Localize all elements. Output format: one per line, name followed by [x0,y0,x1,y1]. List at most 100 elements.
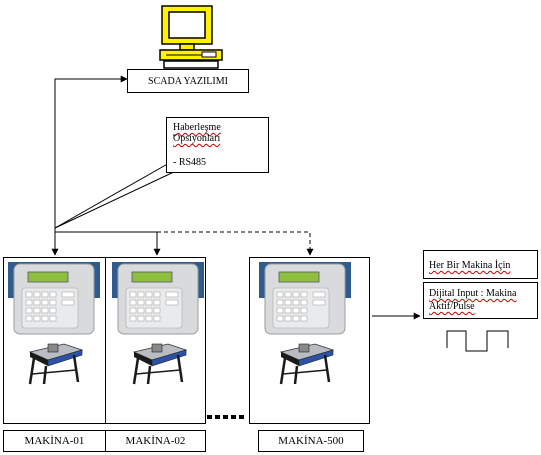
controller-key [49,307,57,314]
controller-key [165,299,179,306]
saw-front-black [134,352,152,366]
controller-key [284,307,292,314]
controller-key [137,307,145,314]
scada-label: SCADA YAZILIMI [148,75,228,87]
controller-key [41,299,49,306]
controller-key [129,307,137,314]
per-machine-signal-box: Dijital Input : Makina Aktif/Pulse [423,282,538,319]
controller-key [300,315,308,322]
controller-key [284,315,292,322]
controller-key [145,299,153,306]
controller-key [41,291,49,298]
comm-options-box: Haberleşme Opsiyonları - RS485 [166,117,269,173]
machine-label-1: MAKİNA-01 [24,434,85,447]
machine-label-box-2: MAKİNA-02 [105,430,206,452]
saw-leg [279,357,287,385]
controller-key [292,291,300,298]
saw-crossbar [282,369,328,375]
machine-label-500: MAKİNA-500 [278,434,344,447]
saw-leg [132,357,140,385]
controller-key [49,291,57,298]
saw-blade-guard [47,343,59,353]
controller-key [33,299,41,306]
controller-key [25,315,33,322]
saw-leg [42,365,48,385]
scada-software-box: SCADA YAZILIMI [127,69,249,93]
controller-key [129,299,137,306]
controller-key [145,291,153,298]
controller-key [300,291,308,298]
controller-key [300,299,308,306]
comm-line1: Haberleşme [173,122,221,133]
controller-key [41,315,49,322]
saw-leg [146,365,152,385]
controller-key [49,315,57,322]
controller-key [61,299,75,306]
controller-key [153,307,161,314]
controller-key [276,291,284,298]
controller-key [153,291,161,298]
controller-key [33,315,41,322]
panel-controller-icon [259,262,351,335]
controller-key [145,315,153,322]
controller-lcd [131,271,173,283]
saw-crossbar [135,369,181,375]
saw-blade-guard [151,343,163,353]
controller-key [61,291,75,298]
machine-label-box-1: MAKİNA-01 [3,430,106,452]
per-machine-line1: Dijital Input : Makina [429,288,517,299]
controller-lcd [278,271,320,283]
table-saw-icon [132,343,188,385]
per-machine-title-box: Her Bir Makina İçin [423,250,538,279]
pulse-signal [446,330,509,352]
controller-key [153,315,161,322]
comm-line2: Opsiyonları [173,133,221,144]
controller-key [312,291,326,298]
line-to-machine500 [157,231,314,256]
controller-key [153,299,161,306]
desktop-computer-icon [159,5,223,69]
controller-key [284,291,292,298]
machine-label-box-500: MAKİNA-500 [258,430,364,452]
saw-front-black [30,352,48,366]
panel-controller-icon [8,262,100,335]
controller-key [41,307,49,314]
saw-front-black [281,352,299,366]
table-saw-icon [279,343,335,385]
controller-key [25,291,33,298]
saw-leg [28,357,36,385]
controller-key [137,315,145,322]
per-machine-title: Her Bir Makina İçin [429,260,511,271]
controller-key [25,307,33,314]
controller-key [292,307,300,314]
line-to-machine2 [55,231,161,256]
controller-key [300,307,308,314]
table-saw-icon [28,343,84,385]
controller-key [129,315,137,322]
controller-lcd [27,271,69,283]
saw-leg [293,365,299,385]
saw-leg [176,354,184,383]
controller-key [145,307,153,314]
controller-key [165,291,179,298]
controller-key [33,291,41,298]
comm-line3: - RS485 [173,157,207,168]
machine-label-2: MAKİNA-02 [125,434,186,447]
callout-line-1 [54,157,179,229]
controller-key [276,315,284,322]
controller-key [292,315,300,322]
callout-line-2 [54,169,179,229]
controller-key [312,299,326,306]
controller-key [284,299,292,306]
controller-key [129,291,137,298]
saw-leg [72,354,80,383]
per-machine-line2: Aktif/Pulse [429,301,475,312]
panel-controller-icon [112,262,204,335]
controller-key [33,307,41,314]
saw-leg [323,354,331,383]
controller-key [276,307,284,314]
controller-key [25,299,33,306]
controller-key [292,299,300,306]
controller-key [276,299,284,306]
